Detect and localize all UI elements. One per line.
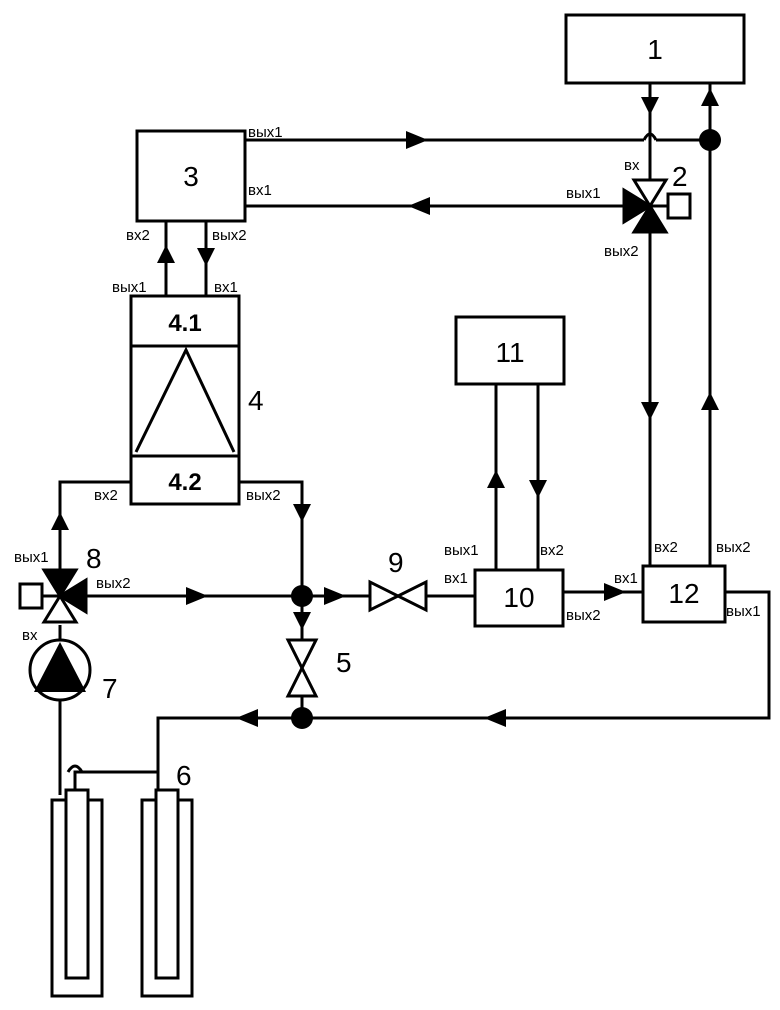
- block-4-2-label: 4.2: [168, 469, 201, 496]
- borehole-heat-exchangers-6: 6: [52, 760, 192, 996]
- block-10: 10: [475, 570, 563, 626]
- block-12-label: 12: [668, 578, 699, 609]
- block-1: 1: [566, 15, 744, 83]
- port-label: вых2: [566, 607, 601, 624]
- block-10-label: 10: [503, 582, 534, 613]
- pump-7-label: 7: [102, 673, 118, 704]
- well-6-label: 6: [176, 760, 192, 791]
- block-3-label: 3: [183, 161, 199, 192]
- arrow: [641, 402, 659, 420]
- port-label: вых2: [96, 575, 131, 592]
- port-label: вх1: [444, 570, 468, 587]
- arrow: [701, 392, 719, 410]
- port-label: вых1: [444, 542, 479, 559]
- port-label: вых1: [726, 603, 761, 620]
- block-4-1-label: 4.1: [168, 310, 201, 337]
- port-label: вых2: [212, 227, 247, 244]
- pump-7: 7: [30, 640, 118, 704]
- arrow: [408, 197, 430, 215]
- valve-5-label: 5: [336, 647, 352, 678]
- valve-5: 5: [288, 640, 352, 696]
- block-4-label: 4: [248, 385, 264, 416]
- block-3: 3: [137, 131, 245, 221]
- arrow: [641, 97, 659, 115]
- arrow: [529, 480, 547, 498]
- arrow: [487, 470, 505, 488]
- port-label: вых2: [716, 539, 751, 556]
- port-label: вх2: [654, 539, 678, 556]
- block-1-label: 1: [647, 34, 663, 65]
- block-11-label: 11: [495, 337, 524, 368]
- port-label: вых1: [566, 185, 601, 202]
- port-label: вх: [22, 627, 38, 644]
- port-label: вых1: [14, 549, 49, 566]
- port-label: вых1: [248, 124, 283, 141]
- block-12: 12: [643, 566, 725, 622]
- arrow: [293, 612, 311, 630]
- arrow: [236, 709, 258, 727]
- arrow: [406, 131, 428, 149]
- arrow: [701, 88, 719, 106]
- valve-8-label: 8: [86, 543, 102, 574]
- junction-dot: [291, 707, 313, 729]
- port-label: вх1: [614, 570, 638, 587]
- port-label: вх2: [126, 227, 150, 244]
- arrow: [157, 245, 175, 263]
- arrow: [186, 587, 208, 605]
- port-label: вых1: [112, 279, 147, 296]
- port-label: вых2: [246, 487, 281, 504]
- junction-dot: [291, 585, 313, 607]
- port-label: вых2: [604, 243, 639, 260]
- block-4: 4.1 4.2 4: [131, 296, 264, 504]
- arrow: [51, 512, 69, 530]
- port-label: вх: [624, 157, 640, 174]
- junction-dot: [699, 129, 721, 151]
- valve-9-label: 9: [388, 547, 404, 578]
- arrow: [293, 504, 311, 522]
- port-label: вх1: [248, 182, 272, 199]
- port-label: вх2: [540, 542, 564, 559]
- valve-2-label: 2: [672, 161, 688, 192]
- arrow: [197, 248, 215, 266]
- port-label: вх2: [94, 487, 118, 504]
- port-label: вх1: [214, 279, 238, 296]
- block-11: 11: [456, 317, 564, 384]
- valve-9: 9: [370, 547, 426, 610]
- arrow: [484, 709, 506, 727]
- arrow: [324, 587, 346, 605]
